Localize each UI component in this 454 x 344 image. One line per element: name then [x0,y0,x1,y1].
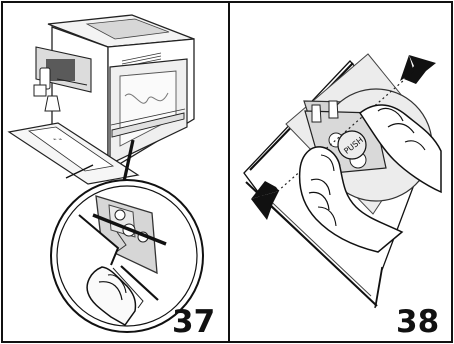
svg-text:⌁ ⌁: ⌁ ⌁ [53,136,63,143]
coffee-machine-illustration: ⌁ ⌁ [1,1,230,343]
step-number-38: 38 [396,307,439,338]
brew-unit-illustration: PUSH [228,1,453,343]
panel-step-37: ⌁ ⌁ 37 [1,1,230,343]
panel-step-38: PUSH 38 [228,1,453,343]
step-number-37: 37 [172,307,215,338]
